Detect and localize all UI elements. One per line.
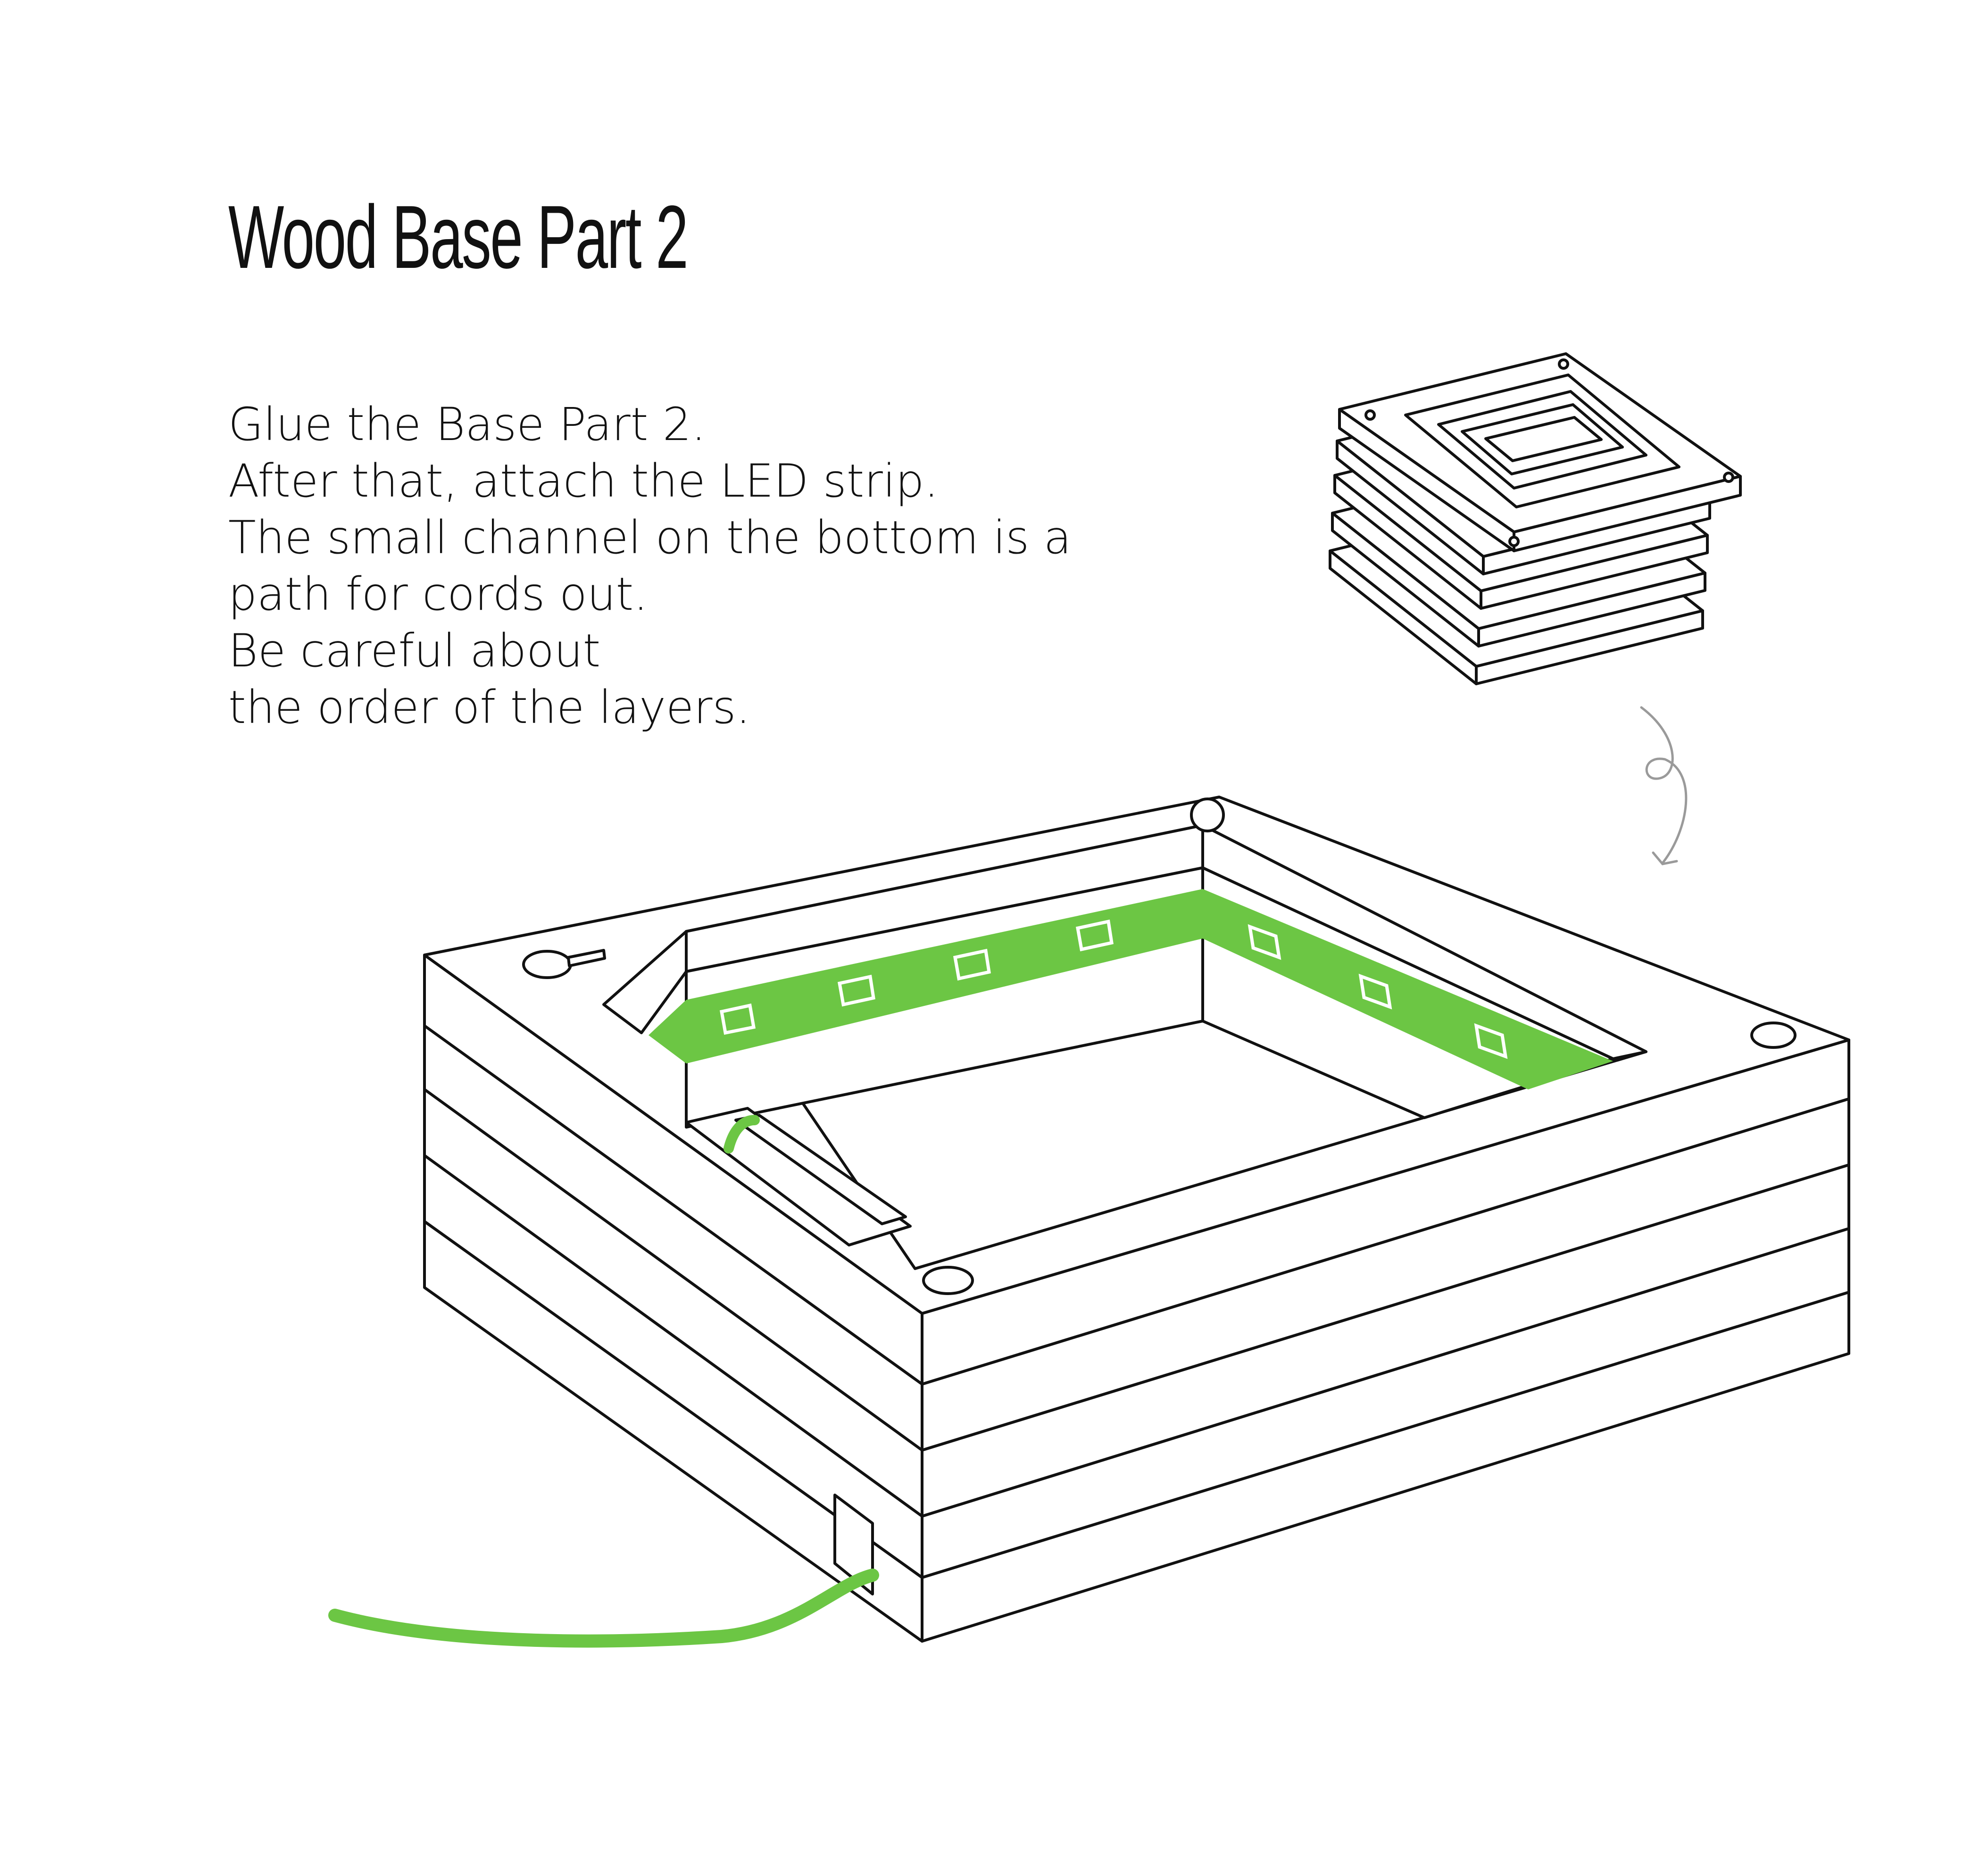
led-lead-wire [724,1115,760,1154]
instruction-line-1: Glue the Base Part 2. [228,398,706,451]
corner-hole-back [1190,797,1225,832]
instruction-line-6: the order of the layers. [228,681,751,734]
stack-layer-1 [1338,352,1742,552]
instruction-line-3: The small channel on the bottom is a [228,511,1072,564]
right-face-layers [921,1038,1850,1643]
led-strip-right [1203,889,1613,1089]
instruction-line-2: After that, attach the LED strip. [228,455,939,507]
page-title: Wood Base Part 2 [228,187,689,287]
instruction-line-4: path for cords out. [228,568,648,621]
layer-stack-inset [1329,352,1742,685]
corner-hole-front [922,1266,974,1295]
left-face-layers [423,954,923,1643]
instructions-text: Glue the Base Part 2. After that, attach… [228,396,1072,736]
led-strip [649,889,1613,1089]
curved-arrow-icon [1640,706,1688,864]
power-cord [328,1569,879,1648]
corner-hole-right [1750,1022,1797,1049]
instruction-line-5: Be careful about [228,624,601,677]
led-chip-icons [719,919,1508,1059]
led-strip-back [649,889,1203,1063]
keyhole-icon [522,949,606,979]
corner-chamfer [602,930,688,1034]
inner-cord-channel [685,1107,912,1246]
cord-channel-notch [833,1494,874,1595]
wood-base-main [423,796,1850,1643]
